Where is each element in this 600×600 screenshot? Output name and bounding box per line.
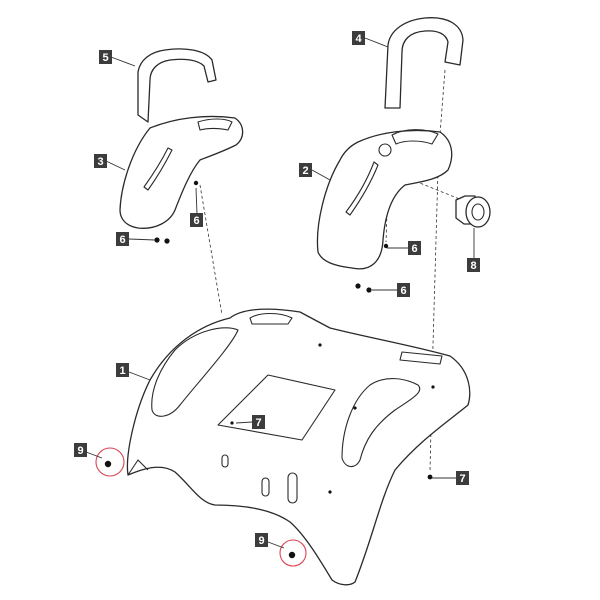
callout-9-label: 9 xyxy=(258,535,264,547)
callout-2: 2 xyxy=(299,163,312,177)
fender-deck-part xyxy=(126,308,471,586)
callout-9-bottom: 9 xyxy=(255,533,268,547)
right-fender-part xyxy=(316,129,453,270)
callout-6-label: 6 xyxy=(119,234,125,246)
callout-6-label: 6 xyxy=(193,215,199,227)
callout-9-label: 9 xyxy=(77,445,83,457)
callout-6-label: 6 xyxy=(411,243,417,255)
callout-7-label: 7 xyxy=(459,473,465,485)
callout-7-label: 7 xyxy=(255,417,261,429)
round-fitting-part xyxy=(455,195,491,228)
callout-9-left: 9 xyxy=(74,443,87,457)
callout-6-label: 6 xyxy=(400,285,406,297)
callout-1: 1 xyxy=(116,363,129,377)
callout-6-right-upper: 6 xyxy=(408,241,421,255)
right-grab-handle-part xyxy=(384,17,464,109)
callout-7-center: 7 xyxy=(252,415,265,429)
callout-4-label: 4 xyxy=(355,33,362,45)
callout-5: 5 xyxy=(99,50,112,64)
callout-2-label: 2 xyxy=(302,165,308,177)
callout-3: 3 xyxy=(94,154,107,168)
callout-6-left-upper: 6 xyxy=(190,213,203,227)
callout-6-right-lower: 6 xyxy=(397,283,410,297)
callout-7-right: 7 xyxy=(456,471,469,485)
callout-4: 4 xyxy=(352,31,365,45)
callout-8-label: 8 xyxy=(470,260,476,272)
left-fender-part xyxy=(119,115,244,229)
callout-8: 8 xyxy=(467,258,480,272)
highlight-rings xyxy=(95,447,307,567)
leader-lines xyxy=(85,37,475,549)
callout-3-label: 3 xyxy=(97,156,103,168)
callout-5-label: 5 xyxy=(102,52,108,64)
fastener-hardware xyxy=(104,180,433,559)
callout-1-label: 1 xyxy=(119,365,125,377)
left-grab-handle-part xyxy=(137,48,217,123)
callout-6-left-lower: 6 xyxy=(116,232,129,246)
